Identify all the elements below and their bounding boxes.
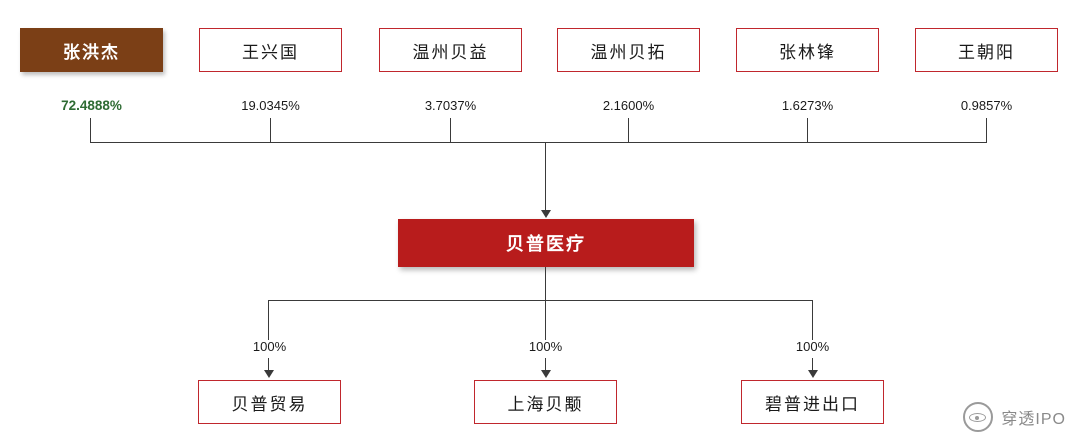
subsidiary-pct-2: 100% — [528, 339, 563, 354]
subsidiary-box-2[interactable]: 上海贝颙 — [474, 380, 617, 424]
shareholder-box-6[interactable]: 王朝阳 — [915, 28, 1058, 72]
shareholder-name-3: 温州贝益 — [412, 42, 489, 62]
connector-sub-drop-2 — [545, 300, 547, 340]
connector-drop-3 — [450, 118, 452, 143]
shareholder-name-6: 王朝阳 — [958, 42, 1015, 62]
shareholder-box-5[interactable]: 张林锋 — [736, 28, 879, 72]
connector-drop-1 — [90, 118, 92, 143]
company-box[interactable]: 贝普医疗 — [398, 219, 694, 267]
shareholder-name-1: 张洪杰 — [63, 42, 120, 62]
shareholder-name-4: 温州贝拓 — [590, 42, 667, 62]
arrow-to-subsidiary-2 — [541, 370, 551, 378]
connector-bus-bottom — [268, 300, 813, 302]
connector-company-down — [545, 267, 547, 301]
shareholder-pct-2: 19.0345% — [241, 98, 300, 113]
connector-sub-drop-1 — [268, 300, 270, 340]
shareholder-box-1[interactable]: 张洪杰 — [20, 28, 163, 72]
camera-icon — [963, 402, 994, 432]
arrow-to-subsidiary-1 — [264, 370, 274, 378]
connector-drop-6 — [986, 118, 988, 143]
company-name: 贝普医疗 — [506, 234, 586, 254]
connector-sub-drop-3 — [812, 300, 814, 340]
subsidiary-name-2: 上海贝颙 — [507, 394, 584, 414]
connector-bus-top — [90, 142, 987, 144]
subsidiary-box-1[interactable]: 贝普贸易 — [198, 380, 341, 424]
subsidiary-pct-1: 100% — [252, 339, 287, 354]
connector-drop-5 — [807, 118, 809, 143]
shareholder-pct-4: 2.1600% — [602, 98, 655, 113]
connector-drop-4 — [628, 118, 630, 143]
connector-sub-arrow-line-3 — [812, 358, 814, 372]
shareholder-pct-6: 0.9857% — [960, 98, 1013, 113]
shareholder-name-5: 张林锋 — [779, 42, 836, 62]
subsidiary-box-3[interactable]: 碧普进出口 — [741, 380, 884, 424]
watermark-text: 穿透IPO — [1001, 411, 1066, 428]
subsidiary-pct-3: 100% — [795, 339, 830, 354]
subsidiary-name-3: 碧普进出口 — [765, 394, 860, 414]
shareholder-pct-5: 1.6273% — [781, 98, 834, 113]
shareholder-box-3[interactable]: 温州贝益 — [379, 28, 522, 72]
subsidiary-name-1: 贝普贸易 — [231, 394, 308, 414]
shareholder-pct-1: 72.4888% — [61, 98, 122, 113]
connector-drop-2 — [270, 118, 272, 143]
watermark: 穿透IPO — [963, 402, 1066, 432]
shareholder-pct-3: 3.7037% — [424, 98, 477, 113]
connector-sub-arrow-line-2 — [545, 358, 547, 372]
shareholder-box-4[interactable]: 温州贝拓 — [557, 28, 700, 72]
shareholder-box-2[interactable]: 王兴国 — [199, 28, 342, 72]
connector-to-company — [545, 142, 547, 214]
arrow-to-company — [541, 210, 551, 218]
shareholder-name-2: 王兴国 — [242, 42, 299, 62]
connector-sub-arrow-line-1 — [268, 358, 270, 372]
arrow-to-subsidiary-3 — [808, 370, 818, 378]
